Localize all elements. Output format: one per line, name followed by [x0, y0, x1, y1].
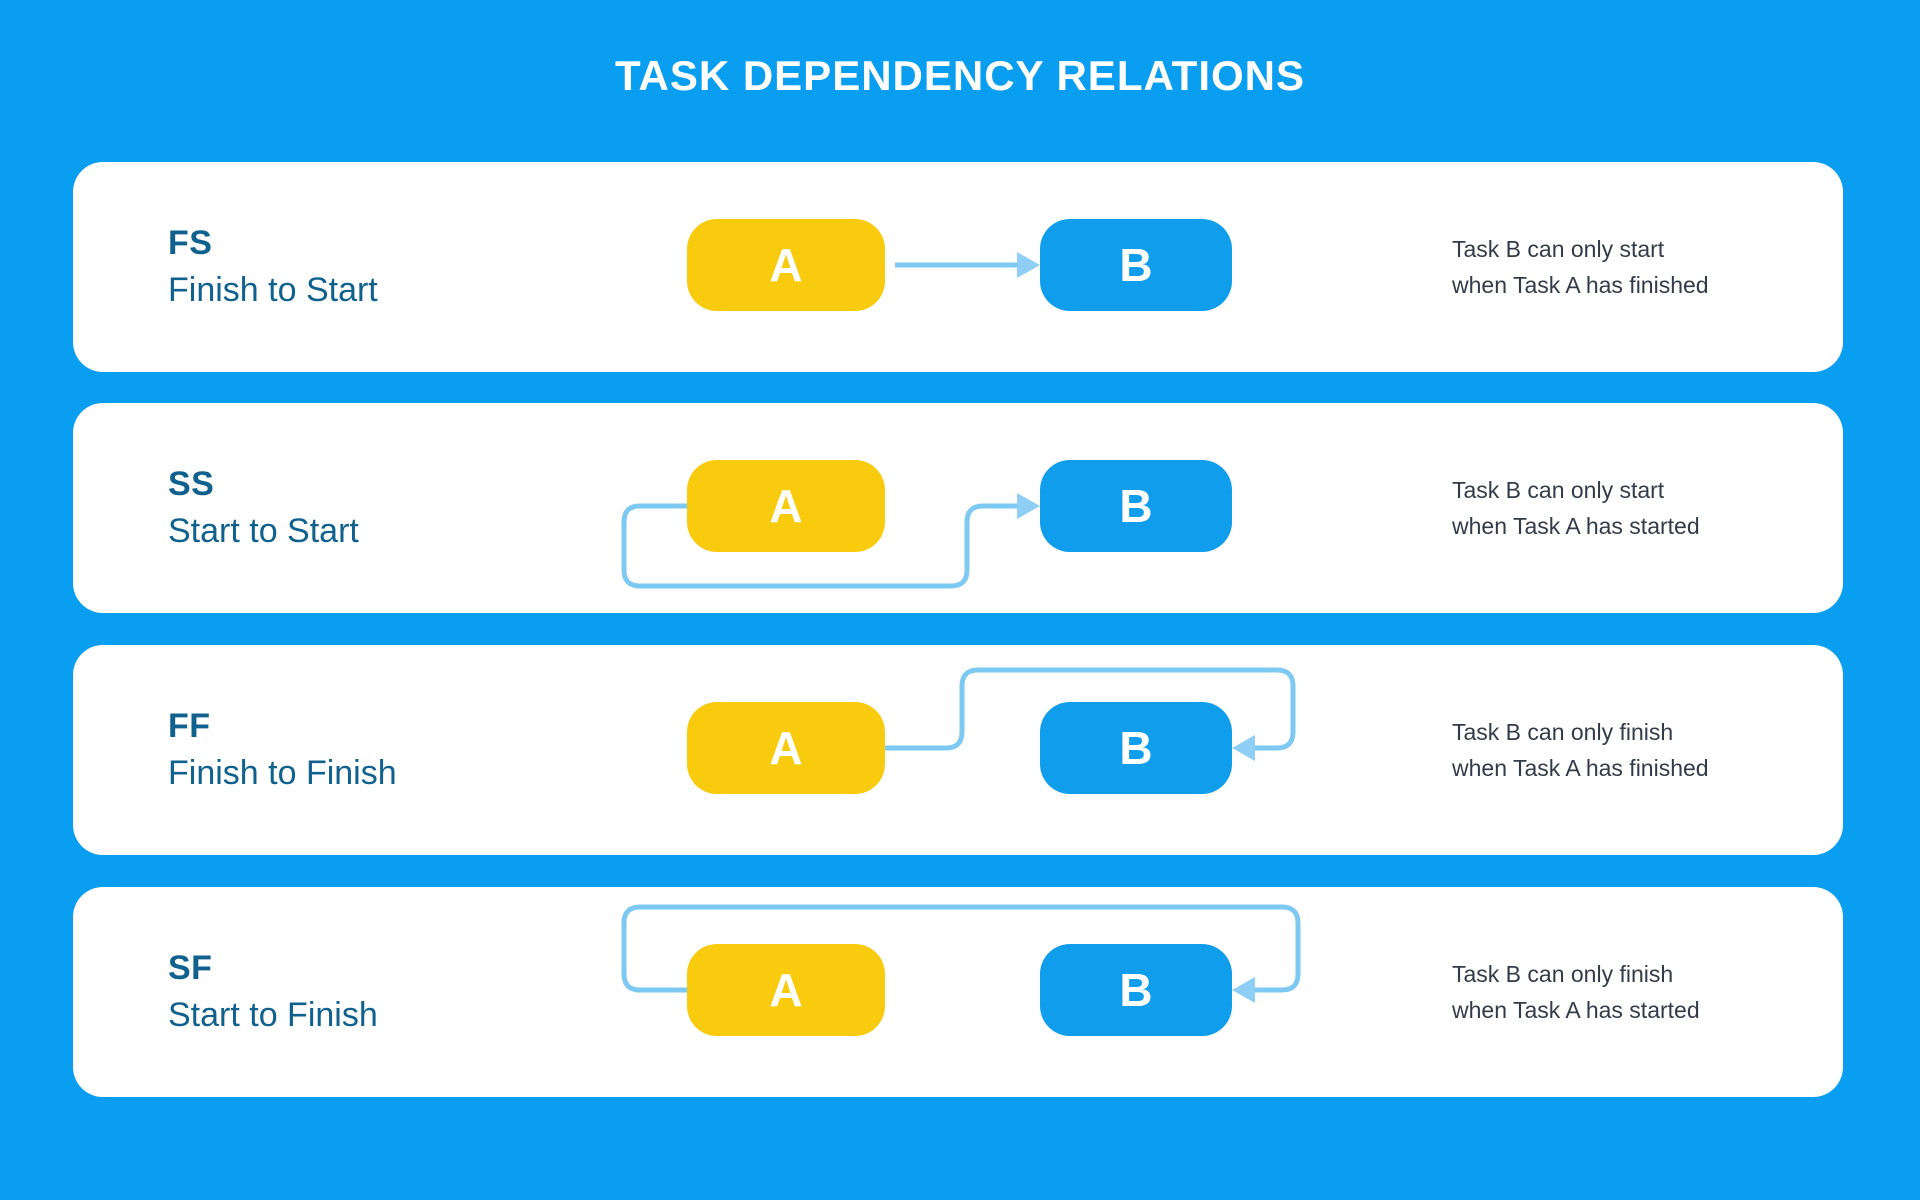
task-a-label: A — [769, 964, 803, 1016]
relation-label: SS Start to Start — [168, 403, 588, 613]
description-line-2: when Task A has finished — [1452, 755, 1709, 781]
description-line-1: Task B can only finish — [1452, 718, 1674, 745]
relation-acronym: FF — [168, 707, 211, 745]
relation-label: FS Finish to Start — [168, 162, 588, 372]
task-b-box: B — [1040, 219, 1242, 321]
task-a-label: A — [769, 722, 803, 774]
task-a-label: A — [769, 480, 803, 532]
task-a-label: A — [769, 239, 803, 291]
task-b-box: B — [1040, 702, 1242, 804]
task-b-label: B — [1119, 239, 1153, 291]
relation-label: SF Start to Finish — [168, 887, 588, 1097]
relation-label: FF Finish to Finish — [168, 645, 588, 855]
description-line-2: when Task A has started — [1452, 513, 1700, 539]
task-b-label: B — [1119, 722, 1153, 774]
fs-connector-arrow — [895, 252, 1040, 278]
relation-acronym: SF — [168, 949, 213, 987]
arrowhead-right-icon — [1017, 493, 1040, 519]
description-line-1: Task B can only start — [1452, 235, 1665, 262]
arrowhead-left-icon — [1232, 735, 1255, 761]
relation-name: Start to Finish — [168, 996, 378, 1034]
task-a-box: A — [687, 944, 895, 1046]
ff-connector-arrow — [885, 667, 1296, 761]
task-a-box: A — [687, 219, 895, 321]
description-line-1: Task B can only finish — [1452, 960, 1674, 987]
task-b-box: B — [1040, 944, 1242, 1046]
ss-connector-arrow — [621, 493, 1040, 589]
relation-acronym: SS — [168, 465, 215, 503]
description-line-2: when Task A has started — [1452, 997, 1700, 1023]
relation-name: Start to Start — [168, 512, 359, 550]
task-b-box: B — [1040, 460, 1242, 562]
page-title: TASK DEPENDENCY RELATIONS — [614, 52, 1306, 99]
relation-acronym: FS — [168, 224, 213, 262]
task-a-box: A — [687, 460, 895, 562]
relation-description: Task B can only start when Task A has st… — [1452, 403, 1832, 613]
description-line-2: when Task A has finished — [1452, 272, 1709, 298]
description-line-1: Task B can only start — [1452, 476, 1665, 503]
relation-name: Finish to Start — [168, 271, 378, 309]
task-a-box: A — [687, 702, 895, 804]
task-b-label: B — [1119, 964, 1153, 1016]
arrowhead-left-icon — [1232, 977, 1255, 1003]
task-b-label: B — [1119, 480, 1153, 532]
relation-card-fs: FS Finish to Start A B Task B can only s… — [73, 162, 1843, 372]
relation-card-ss: SS Start to Start A B Task B can only st… — [73, 403, 1843, 613]
relation-name: Finish to Finish — [168, 754, 397, 792]
arrowhead-right-icon — [1017, 252, 1040, 278]
relation-description: Task B can only finish when Task A has s… — [1452, 887, 1832, 1097]
relation-description: Task B can only start when Task A has fi… — [1452, 162, 1832, 372]
relation-description: Task B can only finish when Task A has f… — [1452, 645, 1832, 855]
sf-connector-arrow — [621, 904, 1301, 1003]
relation-card-ff: FF Finish to Finish A B Task B can only … — [73, 645, 1843, 855]
relation-card-sf: SF Start to Finish A B Task B can only f… — [73, 887, 1843, 1097]
